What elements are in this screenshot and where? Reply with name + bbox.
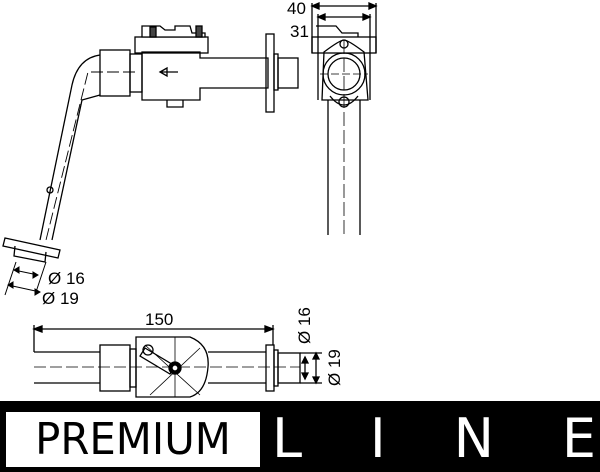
dim-bottom-150: 150	[145, 310, 173, 329]
premium-box: PREMIUM	[6, 412, 260, 467]
line-letter-l: L	[272, 407, 303, 470]
premium-label: PREMIUM	[35, 413, 231, 465]
line-letter-i: I	[369, 407, 386, 470]
dim-bottom-d19: Ø 19	[325, 349, 344, 386]
bottom-view	[32, 325, 322, 398]
line-letter-n: N	[453, 407, 495, 470]
dim-end-40: 40	[287, 0, 306, 18]
dim-side-d19: Ø 19	[42, 289, 79, 308]
technical-drawing: Ø 16 Ø 19 40 31	[2, 0, 378, 398]
line-label: L I N E	[272, 411, 596, 467]
dim-side-d16: Ø 16	[48, 269, 85, 288]
side-view-dimensions	[4, 261, 47, 296]
end-view	[310, 2, 378, 235]
side-view	[2, 25, 299, 263]
dim-bottom-d16: Ø 16	[295, 307, 314, 344]
flow-arrow-left-icon	[158, 66, 178, 78]
line-letter-e: E	[561, 407, 596, 470]
dim-end-31: 31	[290, 22, 309, 41]
